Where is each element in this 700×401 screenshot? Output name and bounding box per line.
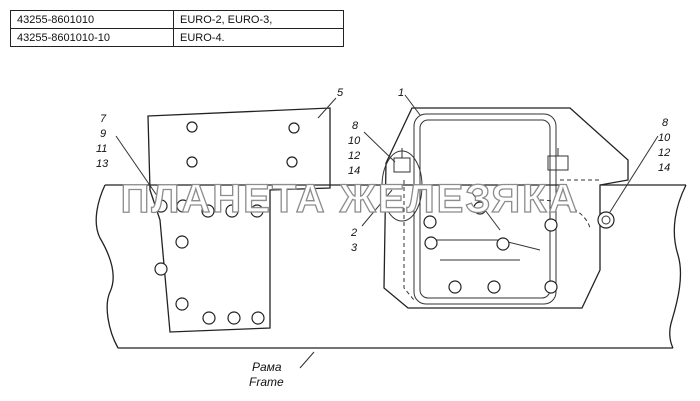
callout-9: 9 (100, 128, 106, 140)
part-number-cell: 43255-8601010-10 (10, 28, 174, 47)
frame-label-ru: Рама (252, 360, 282, 374)
callout-labels-right: 8 10 12 14 (658, 117, 671, 174)
callout-labels-left: 7 9 11 13 (96, 113, 109, 170)
callout-14: 14 (658, 162, 670, 174)
left-bracket (147, 107, 331, 333)
callout-10: 10 (348, 135, 361, 147)
callout-1: 1 (398, 87, 404, 99)
callout-12: 12 (658, 147, 670, 159)
table-row: 43255-8601010-10 EURO-4. (10, 28, 344, 47)
right-assembly-bolts (423, 201, 615, 294)
callout-13: 13 (96, 158, 109, 170)
callout-11: 11 (96, 143, 107, 155)
frame-rail (95, 184, 687, 349)
callout-8: 8 (662, 117, 669, 129)
callout-2: 2 (350, 227, 357, 239)
callout-10: 10 (658, 132, 671, 144)
leader-lines (115, 94, 659, 369)
callout-labels-mid: 8 10 12 14 (348, 120, 361, 177)
callout-labels-lower: 2 3 (350, 227, 358, 254)
standard-cell: EURO-4. (173, 28, 344, 47)
spec-table: 43255-8601010 EURO-2, EURO-3, 43255-8601… (10, 10, 344, 47)
callout-14: 14 (348, 165, 360, 177)
callout-7: 7 (100, 113, 107, 125)
callout-8: 8 (352, 120, 359, 132)
frame-label-en: Frame (249, 375, 284, 389)
callout-5: 5 (337, 87, 344, 99)
watermark-text: ПЛАНЕТА ЖЕЛЕЗЯКА (121, 177, 580, 221)
callout-12: 12 (348, 150, 360, 162)
left-bracket-bolts (154, 121, 300, 325)
bolt-highlight-ellipse (381, 150, 423, 222)
callout-3: 3 (351, 242, 358, 254)
